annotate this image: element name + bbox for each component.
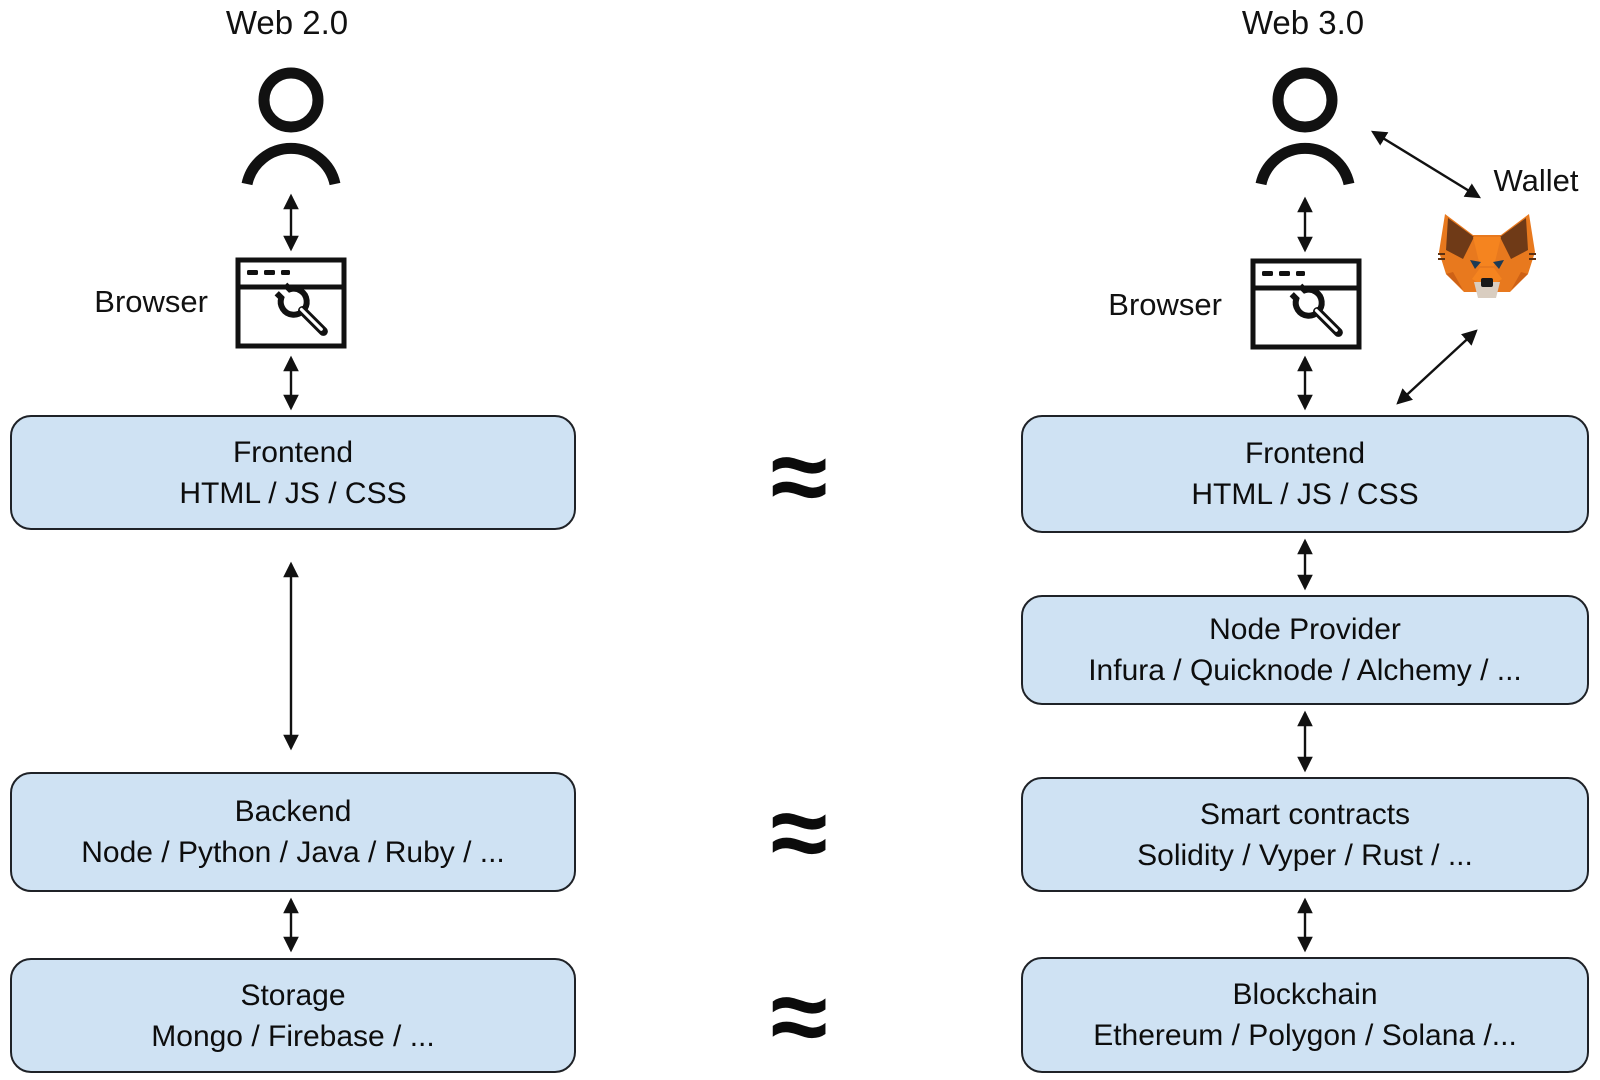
blockchain-box-web3: Blockchain Ethereum / Polygon / Solana /… (1021, 957, 1589, 1073)
wallet-label: Wallet (1493, 163, 1579, 198)
layer-tech: HTML / JS / CSS (179, 476, 407, 510)
user-icon (241, 67, 341, 186)
browser-dash (1279, 271, 1290, 276)
layer-tech: HTML / JS / CSS (1191, 478, 1419, 511)
wrench-icon (274, 282, 328, 336)
fox-nose (1481, 278, 1493, 287)
browser-dash (1262, 271, 1273, 276)
backend-box-web2: Backend Node / Python / Java / Ruby / ..… (10, 772, 576, 892)
layer-title: Blockchain (1232, 978, 1378, 1011)
layer-title: Storage (240, 978, 346, 1012)
layer-tech: Ethereum / Polygon / Solana /... (1093, 1019, 1517, 1052)
web3-title: Web 3.0 (1241, 4, 1365, 41)
layer-title: Smart contracts (1199, 797, 1411, 831)
metamask-fox-icon (1438, 214, 1536, 298)
frontend-box-web2: Frontend HTML / JS / CSS (10, 415, 576, 530)
web2-title: Web 2.0 (225, 4, 349, 41)
storage-box-web2: Storage Mongo / Firebase / ... (10, 958, 576, 1073)
browser-dash (1296, 271, 1305, 276)
layer-title: Node Provider (1209, 613, 1401, 646)
arrow-user-wallet (1371, 130, 1481, 199)
frontend-box-web3: Frontend HTML / JS / CSS (1021, 415, 1589, 533)
fox-eye (1493, 260, 1504, 269)
browser-label-web3: Browser (1108, 287, 1222, 322)
layer-title: Frontend (232, 435, 354, 469)
layer-tech: Mongo / Firebase / ... (151, 1019, 435, 1053)
user-icon (1255, 67, 1355, 186)
arrow-frontend-wallet (1396, 329, 1478, 405)
smart-contracts-box-web3: Smart contracts Solidity / Vyper / Rust … (1021, 777, 1589, 892)
browser-window-wrench-icon (235, 257, 347, 349)
browser-label-web2: Browser (94, 284, 208, 319)
layer-title: Backend (234, 795, 352, 828)
wrench-icon (1289, 283, 1343, 337)
browser-dash (264, 270, 275, 275)
layer-title: Frontend (1244, 437, 1366, 470)
node-provider-box-web3: Node Provider Infura / Quicknode / Alche… (1021, 595, 1589, 705)
browser-dash (247, 270, 258, 275)
layer-tech: Node / Python / Java / Ruby / ... (81, 836, 505, 869)
browser-dash (281, 270, 290, 275)
layer-tech: Solidity / Vyper / Rust / ... (1137, 838, 1473, 872)
layer-tech: Infura / Quicknode / Alchemy / ... (1088, 654, 1522, 687)
fox-eye (1470, 260, 1481, 269)
fox-whiskers (1438, 253, 1536, 260)
browser-window-wrench-icon (1250, 258, 1362, 350)
